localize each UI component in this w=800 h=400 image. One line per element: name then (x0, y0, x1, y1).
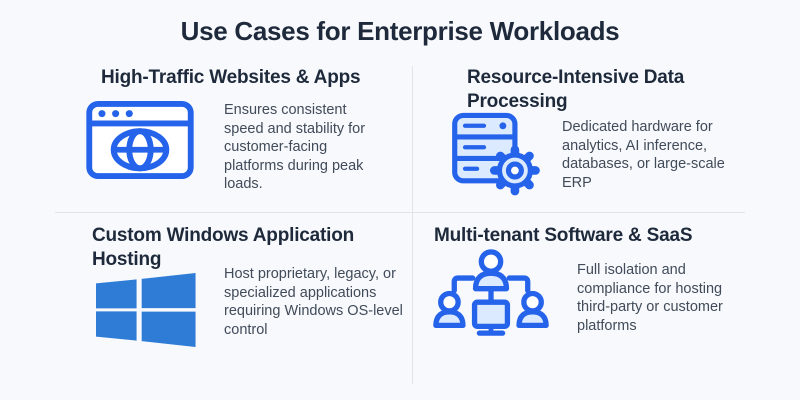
quadrant-description: Host proprietary, legacy, or specialized… (224, 266, 403, 338)
server-gear-icon (451, 112, 541, 203)
quadrant-description: Dedicated hardware for analytics, AI inf… (562, 119, 725, 191)
browser-globe-icon (85, 100, 195, 185)
windows-logo-icon (96, 273, 196, 352)
quadrant-heading: Custom Windows Application Hosting (92, 225, 355, 270)
quadrant-heading: Multi-tenant Software & SaaS (434, 225, 693, 246)
quadrant-description: Full isolation and compliance for hostin… (577, 262, 723, 334)
quadrant-description: Ensures consistent speed and stability f… (224, 102, 366, 192)
quadrant-heading: High-Traffic Websites & Apps (101, 67, 361, 88)
people-network-icon (433, 249, 549, 343)
page-title: Use Cases for Enterprise Workloads (180, 16, 620, 46)
quadrant-heading: Resource-Intensive Data Processing (467, 67, 685, 112)
vertical-divider (412, 66, 413, 384)
horizontal-divider (55, 212, 745, 213)
